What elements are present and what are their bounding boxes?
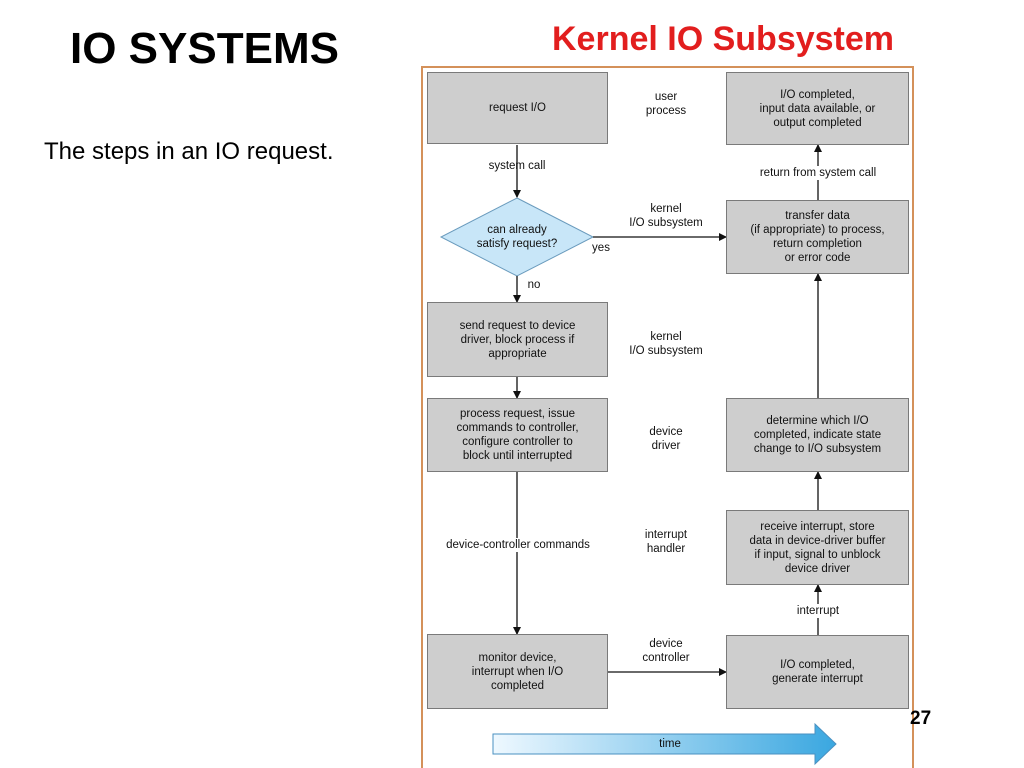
box-io-completed-bottom: I/O completed, generate interrupt <box>726 635 909 709</box>
label-return-from-system-call: return from system call <box>742 166 894 180</box>
box-monitor-device: monitor device, interrupt when I/O compl… <box>427 634 608 709</box>
label-yes: yes <box>592 242 610 254</box>
box-process-request: process request, issue commands to contr… <box>427 398 608 472</box>
label-device-controller-commands: device-controller commands <box>434 538 602 552</box>
box-io-completed-top: I/O completed, input data available, or … <box>726 72 909 145</box>
layer-device-controller: device controller <box>642 638 690 664</box>
slide-title: IO SYSTEMS <box>70 24 339 73</box>
label-time: time <box>659 738 681 750</box>
label-system-call: system call <box>488 160 546 172</box>
box-request-io: request I/O <box>427 72 608 144</box>
time-arrow <box>492 722 837 766</box>
layer-user-process: user process <box>645 91 687 117</box>
slide-description: The steps in an IO request. <box>44 138 334 165</box>
layer-interrupt-handler: interrupt handler <box>644 529 688 555</box>
box-send-request: send request to device driver, block pro… <box>427 302 608 377</box>
slide-subtitle: Kernel IO Subsystem <box>552 20 895 58</box>
box-transfer-data: transfer data (if appropriate) to proces… <box>726 200 909 274</box>
decision-label: can already satisfy request? <box>476 224 558 250</box>
label-interrupt: interrupt <box>788 604 848 618</box>
box-determine-which: determine which I/O completed, indicate … <box>726 398 909 472</box>
layer-device-driver: device driver <box>649 426 683 452</box>
box-receive-interrupt: receive interrupt, store data in device-… <box>726 510 909 585</box>
page-number: 27 <box>910 708 932 729</box>
label-no: no <box>527 279 541 291</box>
layer-kernel-io-2: kernel I/O subsystem <box>629 331 703 357</box>
layer-kernel-io-1: kernel I/O subsystem <box>629 203 703 229</box>
